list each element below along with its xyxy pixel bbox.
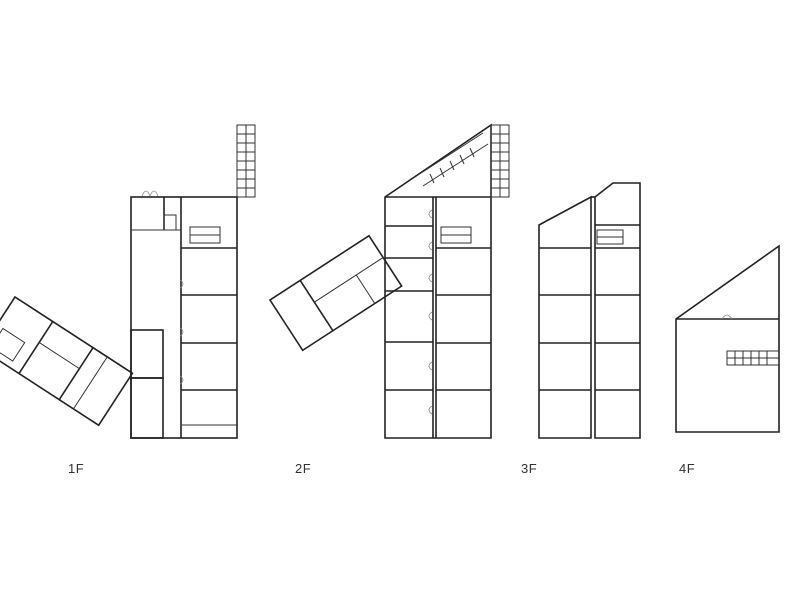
3f-left-block <box>538 195 592 439</box>
floor-plan-1f <box>0 124 256 439</box>
floor-label-4f: 4F <box>679 461 696 476</box>
4f-block <box>675 244 780 433</box>
floor-plan-4f <box>675 244 780 433</box>
floor-plan-3f <box>538 182 641 439</box>
2f-main-block <box>384 123 492 439</box>
floor-label-2f: 2F <box>295 461 312 476</box>
1f-main-block <box>130 196 238 439</box>
2f-roof-stair <box>417 132 489 187</box>
3f-right-block <box>594 182 641 439</box>
1f-rotated-wing <box>0 295 134 427</box>
2f-rotated-wing <box>268 234 403 352</box>
2f-external-stair <box>490 124 510 198</box>
floor-label-1f: 1F <box>68 461 85 476</box>
floor-plan-2f <box>268 123 510 439</box>
1f-external-stair <box>236 124 256 198</box>
4f-stair <box>726 350 780 366</box>
floor-label-3f: 3F <box>521 461 538 476</box>
